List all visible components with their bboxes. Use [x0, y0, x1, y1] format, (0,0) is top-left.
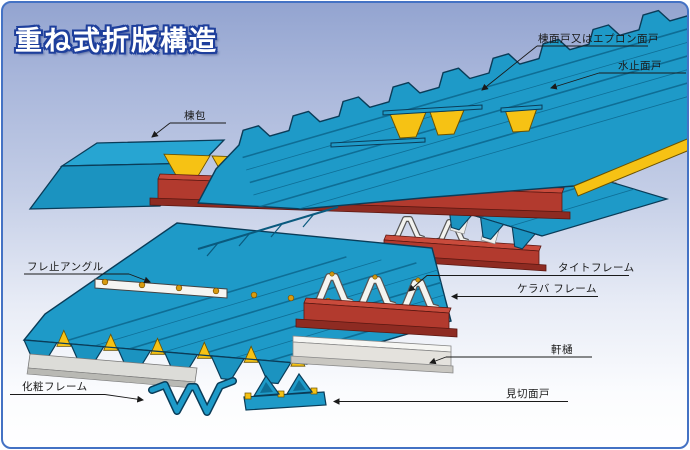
diagram-canvas: 棟面戸又はエプロン面戸 水止面戸 棟包 フレ止アングル タイトフレーム ケラバ …: [10, 9, 687, 416]
label-mikiri-mendo: 見切面戸: [506, 388, 550, 400]
label-mizudome-mendo: 水止面戸: [618, 60, 662, 72]
leader-furedome: [24, 273, 151, 284]
page-title: 重ね式折版構造: [15, 26, 218, 56]
label-kesho-frame: 化粧フレーム: [22, 380, 88, 393]
sway-stop-angle: [94, 278, 332, 305]
label-nokidoi: 軒樋: [551, 343, 573, 356]
leader-tight-frame: [408, 275, 629, 292]
leader-nokidoi: [429, 356, 592, 365]
eave-yellow-frame-tips: [56, 329, 306, 367]
roof-rib-lines: [242, 23, 687, 209]
leader-kesho: [10, 394, 145, 403]
leader-lines: [10, 45, 686, 405]
eave-purlin-beam: [295, 297, 458, 338]
leader-mizudome: [550, 72, 686, 90]
label-munezutsumi: 棟包: [184, 109, 206, 122]
leader-apron: [481, 45, 648, 91]
label-furedome-angle: フレ止アングル: [27, 260, 104, 273]
detail-kesho-frame: [148, 377, 237, 416]
label-apron-mendo: 棟面戸又はエプロン面戸: [538, 32, 659, 45]
label-keraba-frame: ケラバ フレーム: [517, 283, 597, 295]
water-stop-strip: [573, 138, 687, 197]
eave-gutter: [290, 335, 454, 374]
leader-munezutsumi: [151, 122, 226, 138]
apron-face-panels: [330, 104, 543, 148]
label-tight-frame: タイトフレーム: [558, 262, 635, 274]
detail-mikiri-mendo: [243, 372, 327, 411]
sub-purlin-rails: [197, 206, 339, 257]
